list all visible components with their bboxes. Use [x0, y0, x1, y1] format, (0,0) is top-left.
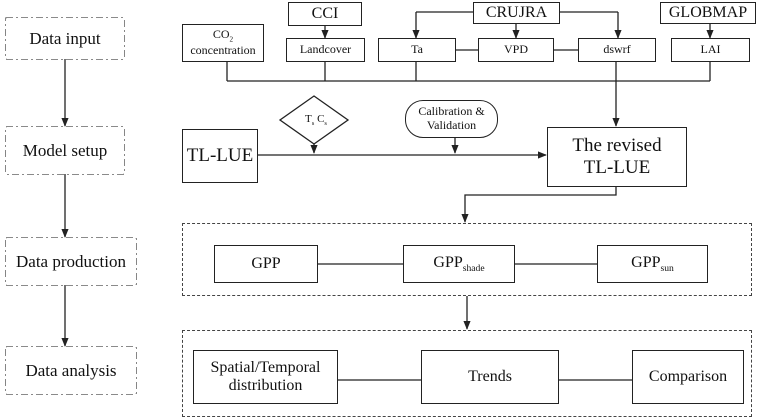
- stage-data-input: Data input: [6, 18, 124, 59]
- gpp-shade-label: GPPshade: [433, 253, 485, 275]
- input-vpd: VPD: [478, 38, 554, 62]
- input-ta: Ta: [378, 38, 456, 62]
- stage-data-production-label: Data production: [16, 251, 126, 271]
- landcover-label: Landcover: [299, 42, 352, 57]
- param-ts: Ts: [305, 113, 315, 128]
- source-cci: CCI: [288, 2, 362, 26]
- analysis-group: [182, 330, 752, 417]
- stage-data-input-label: Data input: [29, 28, 101, 48]
- stage-data-analysis-label: Data analysis: [25, 360, 117, 380]
- source-crujra-label: CRUJRA: [485, 3, 548, 21]
- comparison-label: Comparison: [648, 367, 728, 385]
- arrow-revised-to-production: [461, 187, 617, 223]
- gpp-sun-box: GPPsun: [597, 245, 708, 283]
- revised-line1: The revised: [572, 135, 662, 157]
- tl-lue-box: TL-LUE: [182, 129, 258, 183]
- gpp-box: GPP: [214, 245, 318, 283]
- source-globmap: GLOBMAP: [660, 2, 756, 24]
- trends-label: Trends: [468, 367, 512, 385]
- source-cci-label: CCI: [311, 4, 339, 22]
- stage-model-setup-label: Model setup: [22, 140, 108, 160]
- dswrf-label: dswrf: [603, 42, 631, 57]
- input-lai: LAI: [671, 38, 750, 62]
- spatial-line2: distribution: [228, 377, 303, 394]
- lai-label: LAI: [700, 42, 721, 57]
- input-dswrf: dswrf: [578, 38, 656, 62]
- production-group: [182, 223, 752, 296]
- stage-model-setup: Model setup: [6, 127, 124, 174]
- revised-line2: TL-LUE: [583, 157, 651, 178]
- source-globmap-label: GLOBMAP: [668, 3, 748, 21]
- tl-lue-label: TL-LUE: [186, 145, 254, 167]
- spatial-line1: Spatial/Temporal: [210, 358, 321, 376]
- comparison-box: Comparison: [632, 350, 744, 404]
- ta-label: Ta: [411, 42, 423, 57]
- params-ts-cs: Ts Cs: [296, 113, 336, 129]
- input-co2-concentration: CO2 concentration: [182, 24, 264, 62]
- co2-label: CO2: [212, 27, 234, 44]
- input-landcover: Landcover: [286, 38, 365, 62]
- gpp-sun-label: GPPsun: [631, 253, 674, 275]
- trends-box: Trends: [421, 350, 559, 404]
- gpp-label: GPP: [251, 254, 281, 272]
- source-crujra: CRUJRA: [473, 2, 560, 24]
- spatial-temporal-box: Spatial/Temporal distribution: [193, 350, 338, 404]
- gpp-shade-box: GPPshade: [403, 245, 515, 283]
- calibration-label: Calibration &: [418, 104, 485, 119]
- validation-label: Validation: [426, 118, 477, 132]
- revised-tl-lue-box: The revised TL-LUE: [547, 127, 687, 187]
- param-cs: Cs: [317, 113, 327, 128]
- stage-data-analysis: Data analysis: [6, 347, 136, 394]
- stage-data-production: Data production: [6, 238, 136, 285]
- calibration-validation-box: Calibration & Validation: [405, 100, 498, 138]
- vpd-label: VPD: [503, 42, 528, 57]
- concentration-label: concentration: [190, 42, 256, 57]
